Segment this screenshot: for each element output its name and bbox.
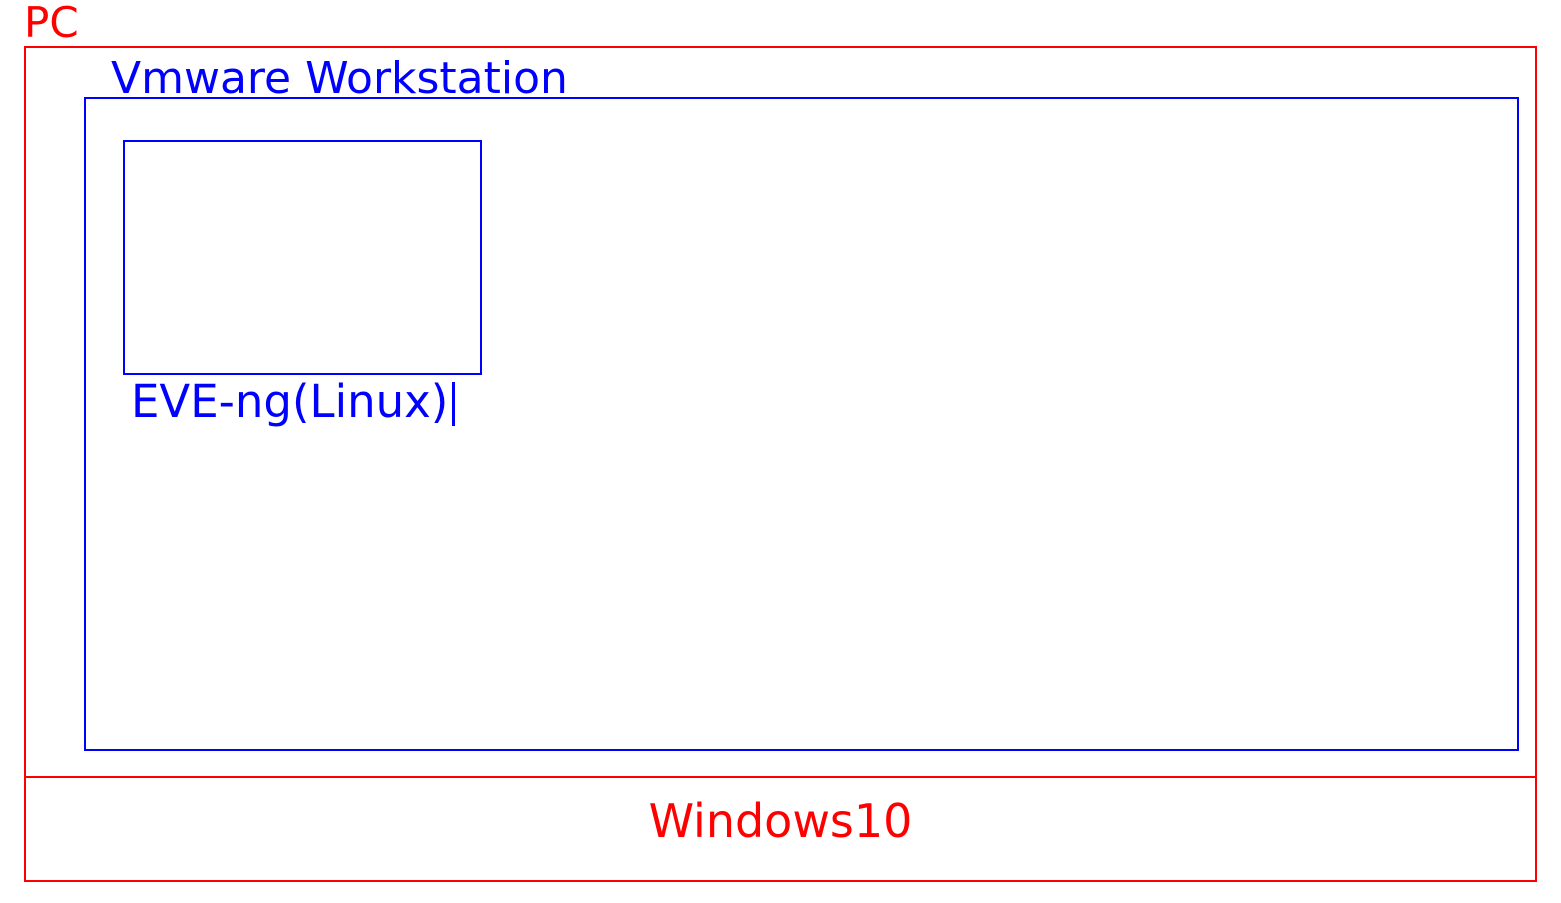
text-caret-icon bbox=[452, 382, 456, 426]
eve-ng-boundary-box bbox=[123, 140, 482, 375]
eve-ng-label: EVE-ng(Linux) bbox=[131, 379, 456, 426]
vmware-workstation-label: Vmware Workstation bbox=[111, 53, 568, 104]
eve-ng-label-text: EVE-ng(Linux) bbox=[131, 375, 449, 428]
pc-boundary-box bbox=[24, 46, 1537, 882]
pc-divider-line bbox=[24, 776, 1537, 778]
pc-label: PC bbox=[24, 0, 79, 47]
vmware-workstation-boundary-box bbox=[84, 97, 1519, 751]
windows10-label: Windows10 bbox=[648, 794, 913, 848]
